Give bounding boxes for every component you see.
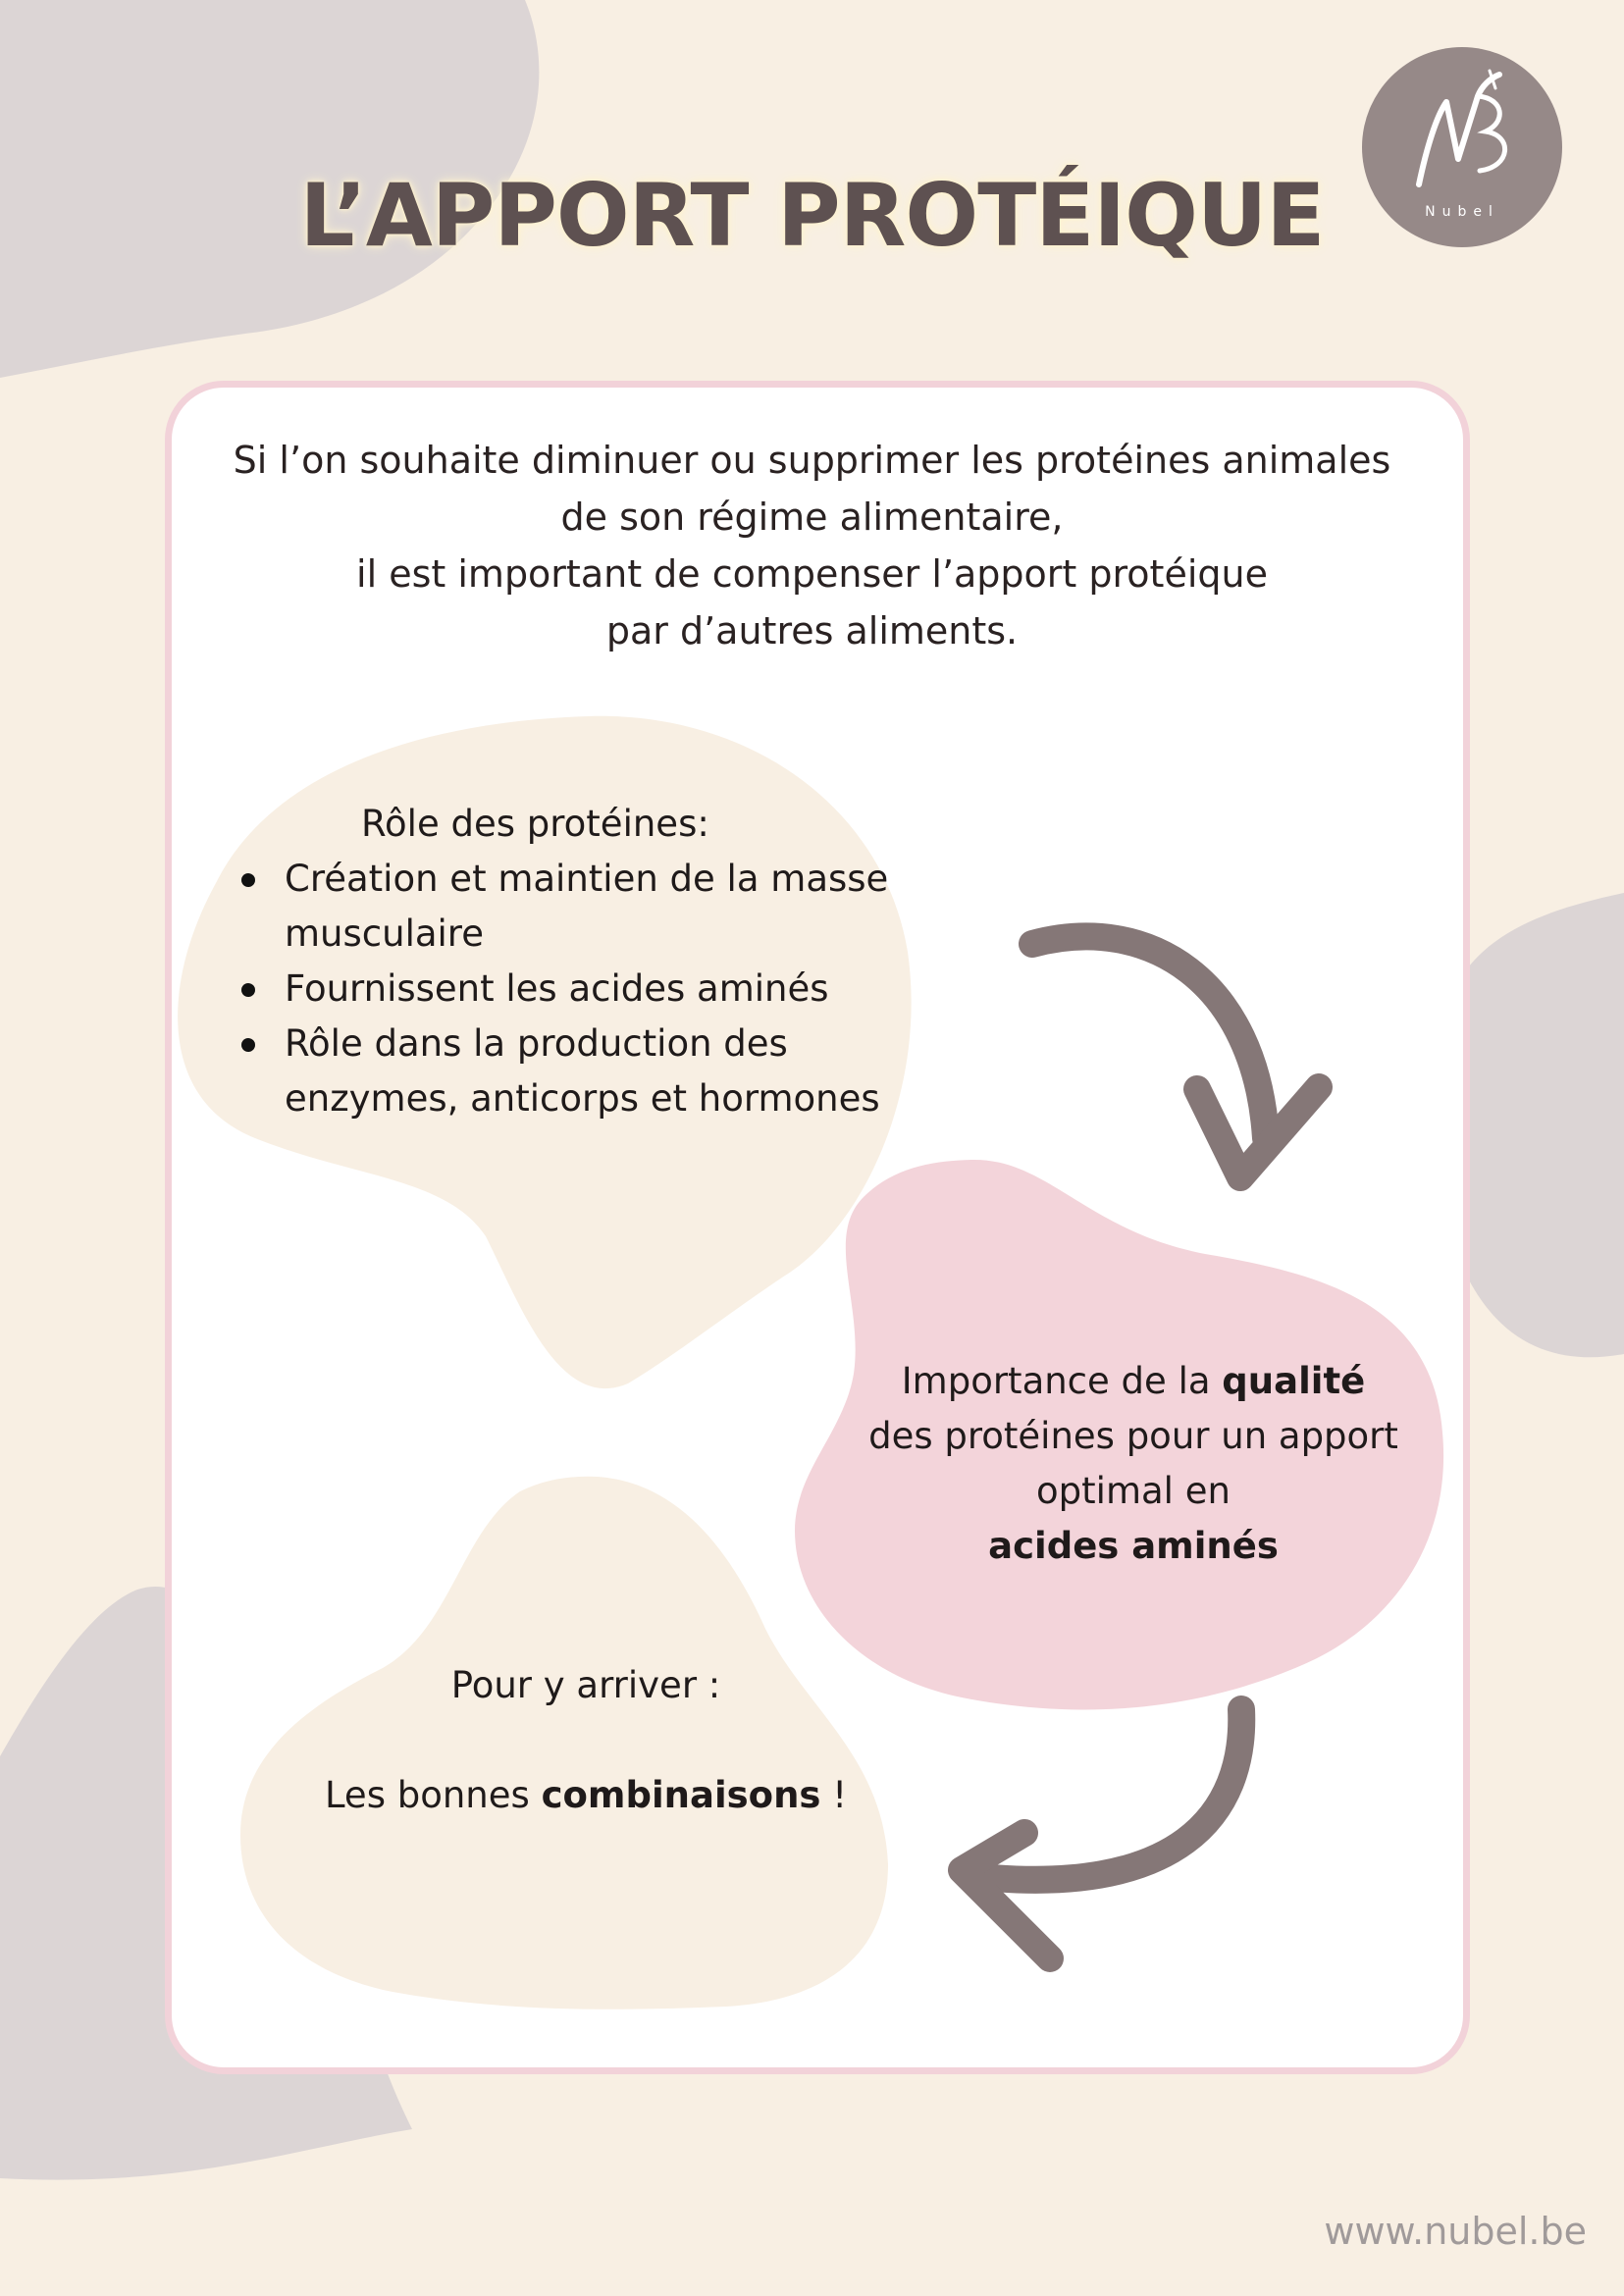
quality-bold1: qualité (1222, 1360, 1366, 1402)
bullet-icon (241, 873, 255, 887)
combinations-blob (240, 1476, 888, 2009)
quality-part2: des protéines pour un apport optimal en (868, 1415, 1398, 1512)
arrow-down-icon (1019, 922, 1333, 1191)
nubel-logo: Nubel (1362, 47, 1562, 247)
list-item-text: Rôle dans la production des enzymes, ant… (285, 1022, 880, 1120)
roles-title: Rôle des protéines: (361, 803, 709, 845)
website-link[interactable]: www.nubel.be (1324, 2210, 1587, 2253)
bullet-icon (241, 1038, 255, 1052)
combinations-text: Pour y arriver : Les bonnes combinaisons… (277, 1658, 895, 1823)
intro-line: par d’autres aliments. (605, 609, 1019, 652)
bullet-icon (241, 983, 255, 997)
quality-blob (795, 1159, 1444, 1710)
quality-part1: Importance de la (901, 1360, 1223, 1402)
quality-text: Importance de la qualité des protéines p… (854, 1354, 1413, 1574)
intro-line: de son régime alimentaire, (560, 496, 1064, 539)
quality-bold2: acides aminés (988, 1525, 1279, 1567)
page-title: L’APPORT PROTÉIQUE (299, 165, 1326, 266)
roles-blob (178, 715, 912, 1389)
arrive-prefix: Les bonnes (324, 1774, 542, 1816)
list-item-text: Fournissent les acides aminés (285, 967, 829, 1010)
arrive-line1: Pour y arriver : (450, 1664, 721, 1706)
list-item: Rôle dans la production des enzymes, ant… (228, 1017, 895, 1126)
list-item: Fournissent les acides aminés (228, 962, 895, 1017)
nubel-monogram-icon (1416, 69, 1507, 187)
arrive-suffix: ! (820, 1774, 848, 1816)
roles-section: Rôle des protéines: Création et maintien… (228, 797, 895, 1126)
intro-line: Si l’on souhaite diminuer ou supprimer l… (233, 439, 1391, 482)
right-grey-blob (1433, 893, 1624, 1358)
top-left-grey-blob (0, 0, 540, 378)
logo-text: Nubel (1425, 204, 1499, 220)
intro-text: Si l’on souhaite diminuer ou supprimer l… (0, 432, 1624, 659)
arrow-left-icon (948, 1696, 1256, 1972)
arrive-bold: combinaisons (541, 1774, 821, 1816)
list-item-text: Création et maintien de la masse muscula… (285, 858, 889, 955)
list-item: Création et maintien de la masse muscula… (228, 852, 895, 962)
intro-line: il est important de compenser l’apport p… (356, 552, 1268, 596)
roles-list: Création et maintien de la masse muscula… (228, 852, 895, 1126)
